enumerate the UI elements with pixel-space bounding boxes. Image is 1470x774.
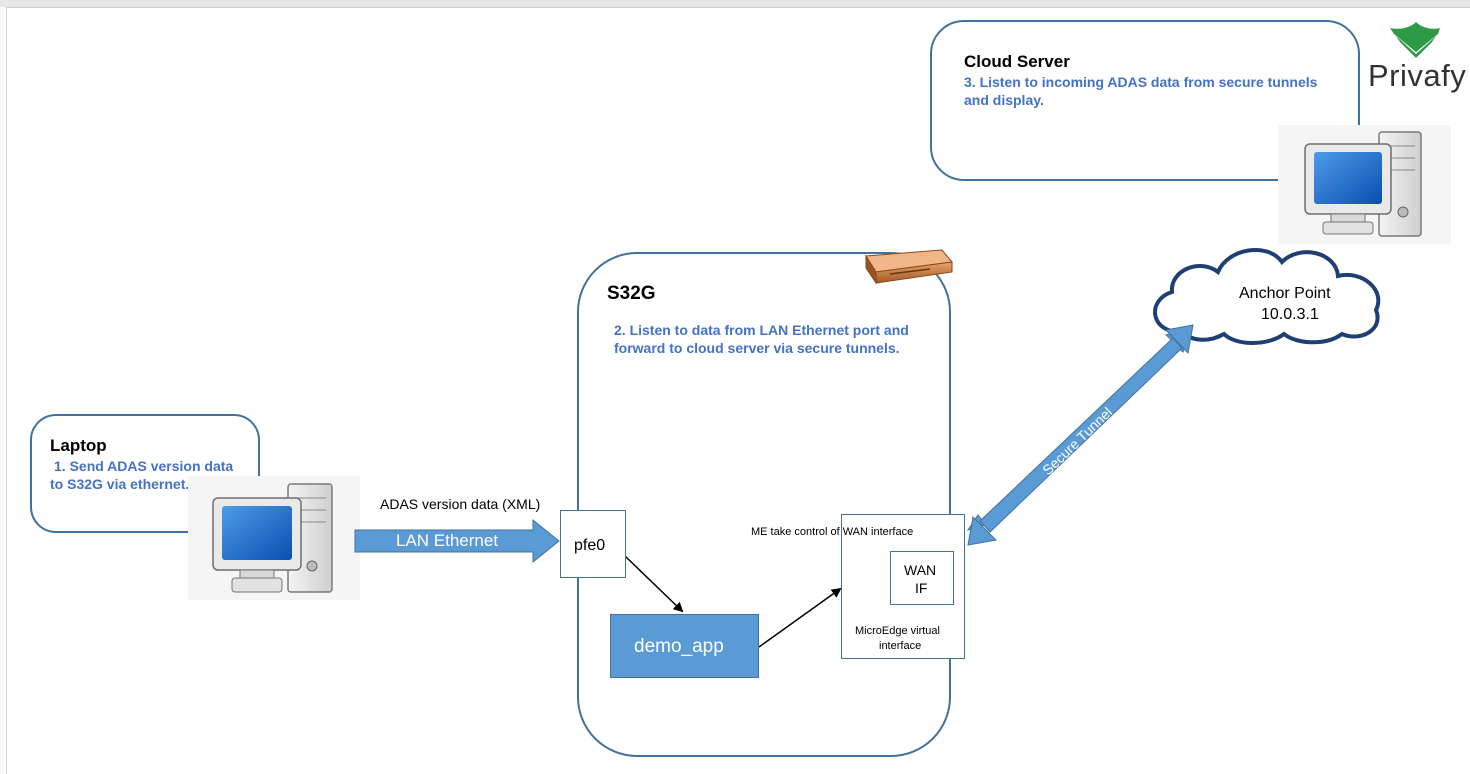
- router-device-icon: [865, 249, 953, 285]
- secure-tunnel-arrow-body: [979, 337, 1183, 533]
- pfe0-label: pfe0: [574, 537, 606, 554]
- privafy-shield-icon: [1390, 22, 1440, 58]
- demo-app-label: demo_app: [634, 636, 724, 657]
- demo-app-node: [610, 614, 759, 678]
- laptop-step: 1. Send ADAS version data to S32G via et…: [50, 458, 234, 492]
- adas-data-label: ADAS version data (XML): [380, 496, 541, 512]
- lan-ethernet-label: LAN Ethernet: [396, 531, 499, 550]
- wan-if-label-line2: IF: [915, 580, 928, 596]
- cloud-icon: [1153, 247, 1381, 345]
- lan-ethernet-arrow: [354, 518, 560, 564]
- microedge-label-line2: interface: [879, 640, 922, 652]
- pfe0-to-demo-app-arrow: [624, 555, 684, 613]
- anchor-point-ip: 10.0.3.1: [1261, 306, 1319, 323]
- wan-if-label-line1: WAN: [904, 562, 937, 578]
- left-frame-bar: [0, 7, 7, 774]
- secure-tunnel-arrow-head-cloud: [1164, 324, 1194, 355]
- laptop-title: Laptop: [50, 436, 107, 455]
- privafy-logo-text: Privafy: [1368, 58, 1467, 93]
- microedge-label-line1: MicroEdge virtual: [855, 625, 940, 637]
- me-control-label: ME take control of WAN interface: [751, 526, 914, 538]
- pfe0-node: [560, 510, 626, 578]
- wan-if-node: [890, 551, 954, 605]
- laptop-computer-icon: [188, 476, 360, 600]
- top-frame-bar: [0, 0, 1470, 8]
- s32g-step: 2. Listen to data from LAN Ethernet port…: [614, 322, 909, 356]
- s32g-title: S32G: [607, 283, 656, 304]
- secure-tunnel-arrow-head-wan: [967, 515, 998, 546]
- cloud-server-computer-icon: [1278, 125, 1451, 244]
- anchor-point-label: Anchor Point: [1239, 285, 1331, 302]
- cloud-server-title: Cloud Server: [964, 52, 1070, 71]
- demo-app-to-microedge-arrow: [758, 587, 842, 648]
- cloud-server-step: 3. Listen to incoming ADAS data from sec…: [964, 74, 1318, 108]
